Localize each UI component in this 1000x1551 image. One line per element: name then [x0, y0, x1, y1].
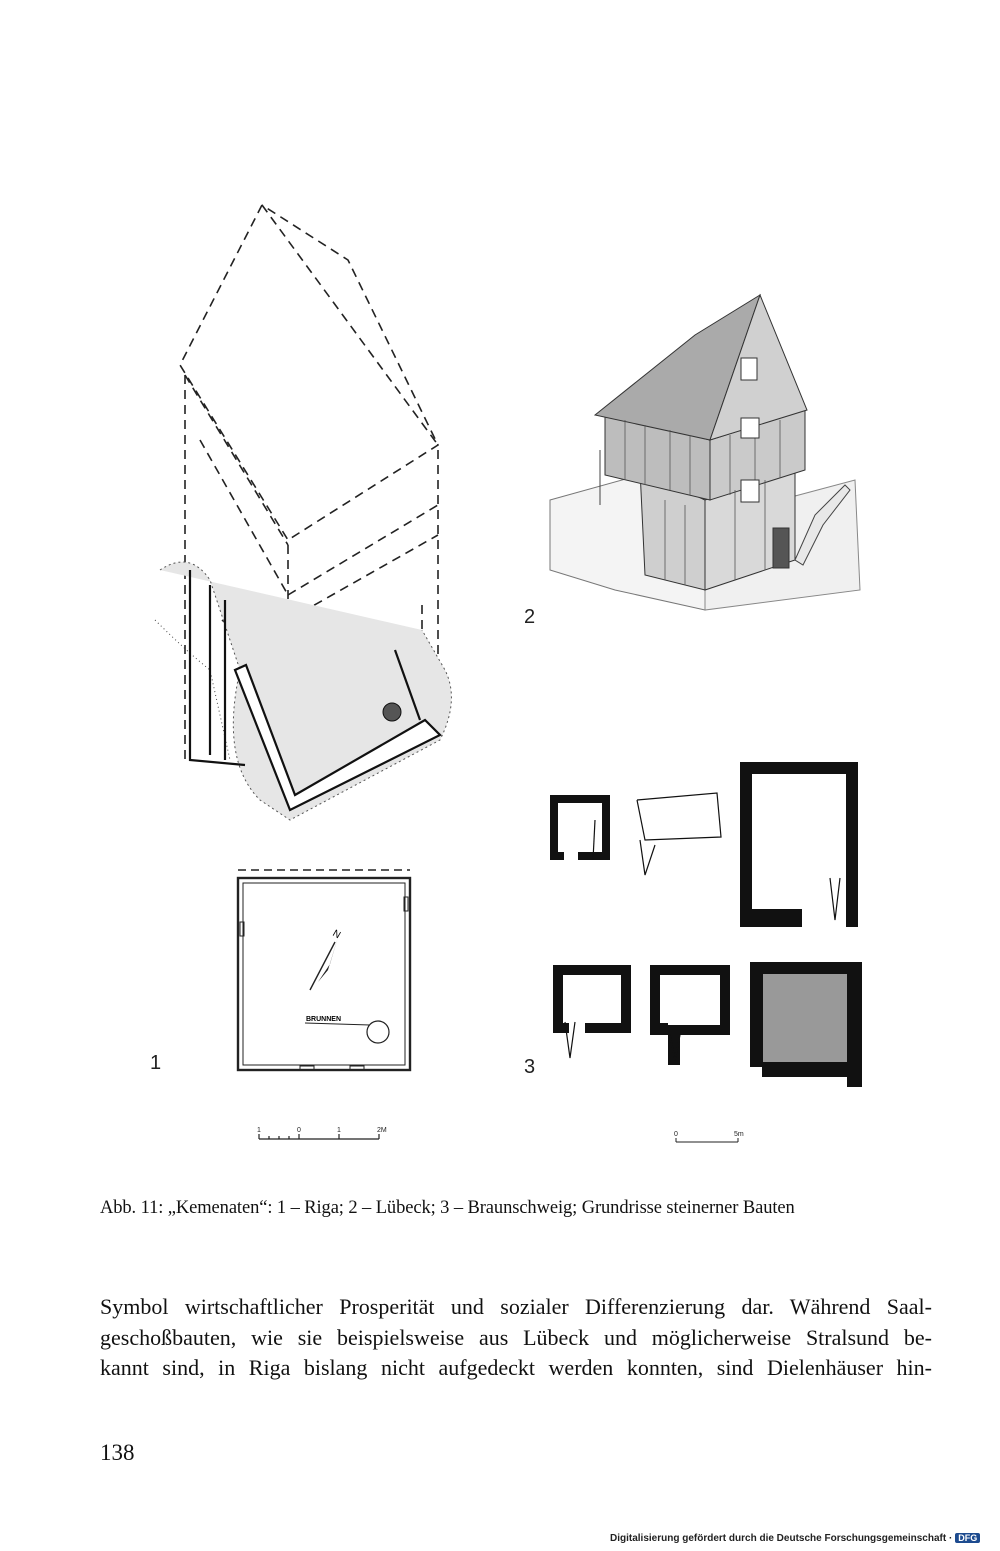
figure-1-axonometric — [150, 200, 470, 830]
body-line: geschoßbauten, wie sie beispielsweise au… — [100, 1324, 932, 1350]
figure-caption: Abb. 11: „Kemenaten“: 1 – Riga; 2 – Lübe… — [100, 1198, 795, 1218]
figure-1-scale-bar: 1 0 1 2M — [255, 1124, 395, 1150]
north-label: N — [331, 928, 343, 941]
scale-label-0-b: 0 — [674, 1131, 678, 1138]
body-paragraph: Symbol wirtschaftlicher Prosperität und … — [100, 1292, 932, 1384]
figure-3-plans — [545, 760, 875, 1090]
body-line: Symbol wirtschaftlicher Prosperität und … — [100, 1294, 932, 1319]
figure-1-number: 1 — [150, 1052, 162, 1074]
figure-2-house-drawing — [545, 290, 875, 630]
figure-1-plan: N BRUNNEN — [230, 862, 420, 1082]
scale-label-1m: 1 — [337, 1127, 341, 1134]
well-label: BRUNNEN — [306, 1016, 341, 1023]
dfg-logo: DFG — [955, 1533, 981, 1543]
figure-3-scale-bar: 0 5m — [672, 1126, 752, 1150]
scale-label-0: 0 — [297, 1127, 301, 1134]
figure-3-number: 3 — [524, 1056, 536, 1078]
page-number: 138 — [100, 1440, 135, 1465]
digitization-footer: Digitalisierung gefördert durch die Deut… — [610, 1533, 981, 1544]
figure-2-number: 2 — [524, 606, 536, 628]
footer-text: Digitalisierung gefördert durch die Deut… — [610, 1533, 953, 1544]
scale-label-2m: 2M — [377, 1127, 387, 1134]
body-line: kannt sind, in Riga bislang nicht aufged… — [100, 1355, 932, 1380]
scale-label-5m: 5m — [734, 1131, 744, 1138]
scale-label-1: 1 — [257, 1127, 261, 1134]
